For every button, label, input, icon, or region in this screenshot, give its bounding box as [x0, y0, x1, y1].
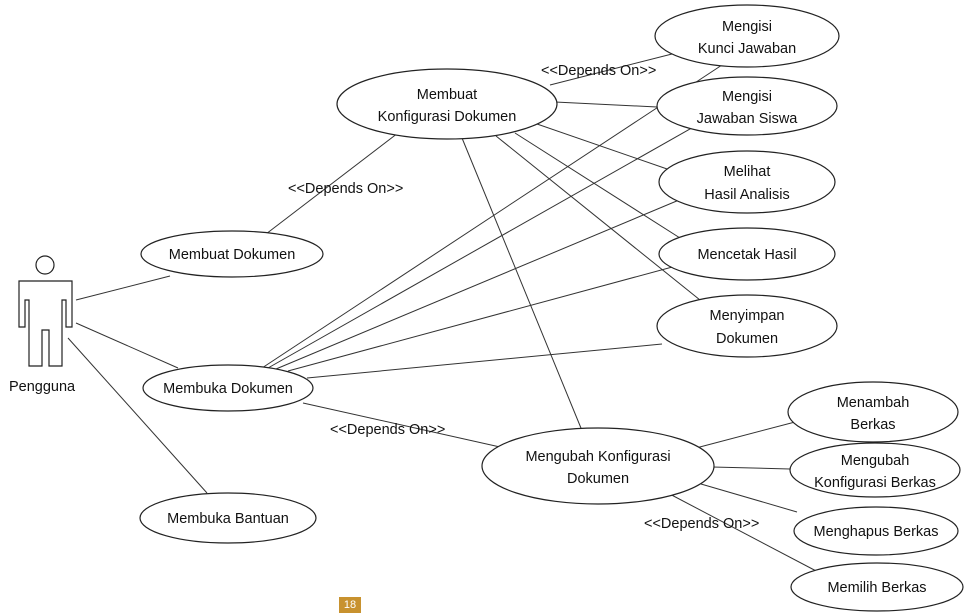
use-case-label-line-2: Kunci Jawaban	[698, 41, 796, 57]
use-case-label-line-1: Mengubah	[841, 453, 910, 469]
use-case-label-line-1: Mengisi	[722, 89, 772, 105]
use-case-mencetak-hasil: Mencetak Hasil	[658, 227, 836, 281]
use-case-ellipse	[139, 492, 317, 544]
use-case-mengisi-jawaban-siswa: Mengisi Jawaban Siswa	[656, 76, 838, 136]
use-case-mengisi-kunci-jawaban: Mengisi Kunci Jawaban	[654, 4, 840, 68]
use-case-memilih-berkas: Memilih Berkas	[790, 562, 964, 612]
use-case-label-line-1: Melihat	[724, 164, 771, 180]
actor-pengguna: Pengguna	[9, 255, 76, 395]
line-membuka-to-melihat	[275, 194, 692, 370]
line-konfigurasi-to-kunci	[549, 53, 673, 86]
use-case-label-line-2: Konfigurasi Dokumen	[378, 109, 517, 125]
use-case-label-line-2: Hasil Analisis	[704, 187, 789, 203]
line-konfigurasi-to-melihat	[536, 123, 671, 171]
use-case-ellipse	[142, 364, 314, 412]
use-case-label-line-1: Menambah	[837, 395, 910, 411]
use-case-label: Membuat Dokumen	[169, 247, 296, 263]
actor-body	[18, 280, 73, 367]
use-case-ellipse	[790, 562, 964, 612]
depends-on-label-left: <<Depends On>>	[288, 181, 403, 197]
use-case-ellipse	[656, 294, 838, 358]
use-case-ellipse	[481, 427, 715, 505]
line-membuka-to-jawaban	[267, 124, 698, 369]
use-case-ellipse	[793, 506, 959, 556]
use-case-label-line-1: Mengubah Konfigurasi	[525, 449, 670, 465]
page-number-badge: 18	[339, 597, 361, 613]
line-actor-membuat-dokumen	[75, 275, 171, 301]
line-mengubah-to-mengubah-berkas	[711, 466, 791, 470]
use-case-membuka-dokumen: Membuka Dokumen	[142, 364, 314, 412]
use-case-label-line-2: Konfigurasi Berkas	[814, 475, 936, 491]
use-case-ellipse	[336, 68, 558, 140]
line-mengubah-to-menambah	[695, 421, 796, 449]
use-case-ellipse	[658, 150, 836, 214]
use-case-label: Mencetak Hasil	[697, 247, 796, 263]
use-case-label-line-2: Dokumen	[716, 331, 778, 347]
line-membuka-to-mencetak	[287, 265, 677, 372]
use-case-label-line-1: Membuat	[417, 87, 477, 103]
depends-on-label-bottom: <<Depends On>>	[644, 516, 759, 532]
use-case-label-line-1: Menyimpan	[710, 308, 785, 324]
use-case-menghapus-berkas: Menghapus Berkas	[793, 506, 959, 556]
use-case-ellipse	[789, 442, 961, 498]
use-case-label-line-1: Mengisi	[722, 19, 772, 35]
use-case-ellipse	[787, 381, 959, 443]
line-konfigurasi-to-mengubah	[461, 137, 584, 434]
use-case-membuka-bantuan: Membuka Bantuan	[139, 492, 317, 544]
line-konfigurasi-to-menyimpan	[495, 135, 701, 301]
use-case-label: Menghapus Berkas	[814, 524, 939, 540]
use-case-label: Membuka Bantuan	[167, 511, 289, 527]
actor-label: Pengguna	[9, 379, 76, 395]
use-case-label-line-2: Jawaban Siswa	[697, 111, 799, 127]
line-konfigurasi-to-jawaban	[554, 101, 658, 108]
use-case-ellipse	[654, 4, 840, 68]
line-membuat-dokumen-to-konfigurasi	[265, 132, 399, 235]
use-case-mengubah-konfigurasi-berkas: Mengubah Konfigurasi Berkas	[789, 442, 961, 498]
association-lines	[67, 53, 821, 574]
use-case-label-line-2: Dokumen	[567, 471, 629, 487]
use-case-membuat-konfigurasi: Membuat Konfigurasi Dokumen	[336, 68, 558, 140]
use-case-ellipse	[140, 230, 324, 278]
use-case-label-line-2: Berkas	[850, 417, 895, 433]
line-mengubah-to-memilih	[663, 490, 821, 574]
use-case-menambah-berkas: Menambah Berkas	[787, 381, 959, 443]
use-case-menyimpan-dokumen: Menyimpan Dokumen	[656, 294, 838, 358]
use-case-label: Membuka Dokumen	[163, 381, 293, 397]
line-mengubah-to-menghapus	[700, 483, 798, 513]
use-case-membuat-dokumen: Membuat Dokumen	[140, 230, 324, 278]
use-case-ellipse	[658, 227, 836, 281]
actor-head	[35, 255, 55, 275]
use-case-label: Memilih Berkas	[827, 580, 926, 596]
line-konfigurasi-to-mencetak	[514, 132, 681, 239]
relation-labels: <<Depends On>> <<Depends On>> <<Depends …	[288, 63, 759, 532]
use-case-mengubah-konfigurasi: Mengubah Konfigurasi Dokumen	[481, 427, 715, 505]
use-case-ellipse	[656, 76, 838, 136]
line-membuka-to-kunci	[261, 64, 723, 369]
line-actor-membuka-bantuan	[67, 337, 208, 494]
depends-on-label-top: <<Depends On>>	[541, 63, 656, 79]
line-membuka-to-menyimpan	[306, 343, 663, 379]
depends-on-label-middle: <<Depends On>>	[330, 422, 445, 438]
line-membuka-to-mengubah	[302, 402, 501, 448]
line-actor-membuka-dokumen	[75, 322, 179, 369]
use-case-melihat-hasil-analisis: Melihat Hasil Analisis	[658, 150, 836, 214]
